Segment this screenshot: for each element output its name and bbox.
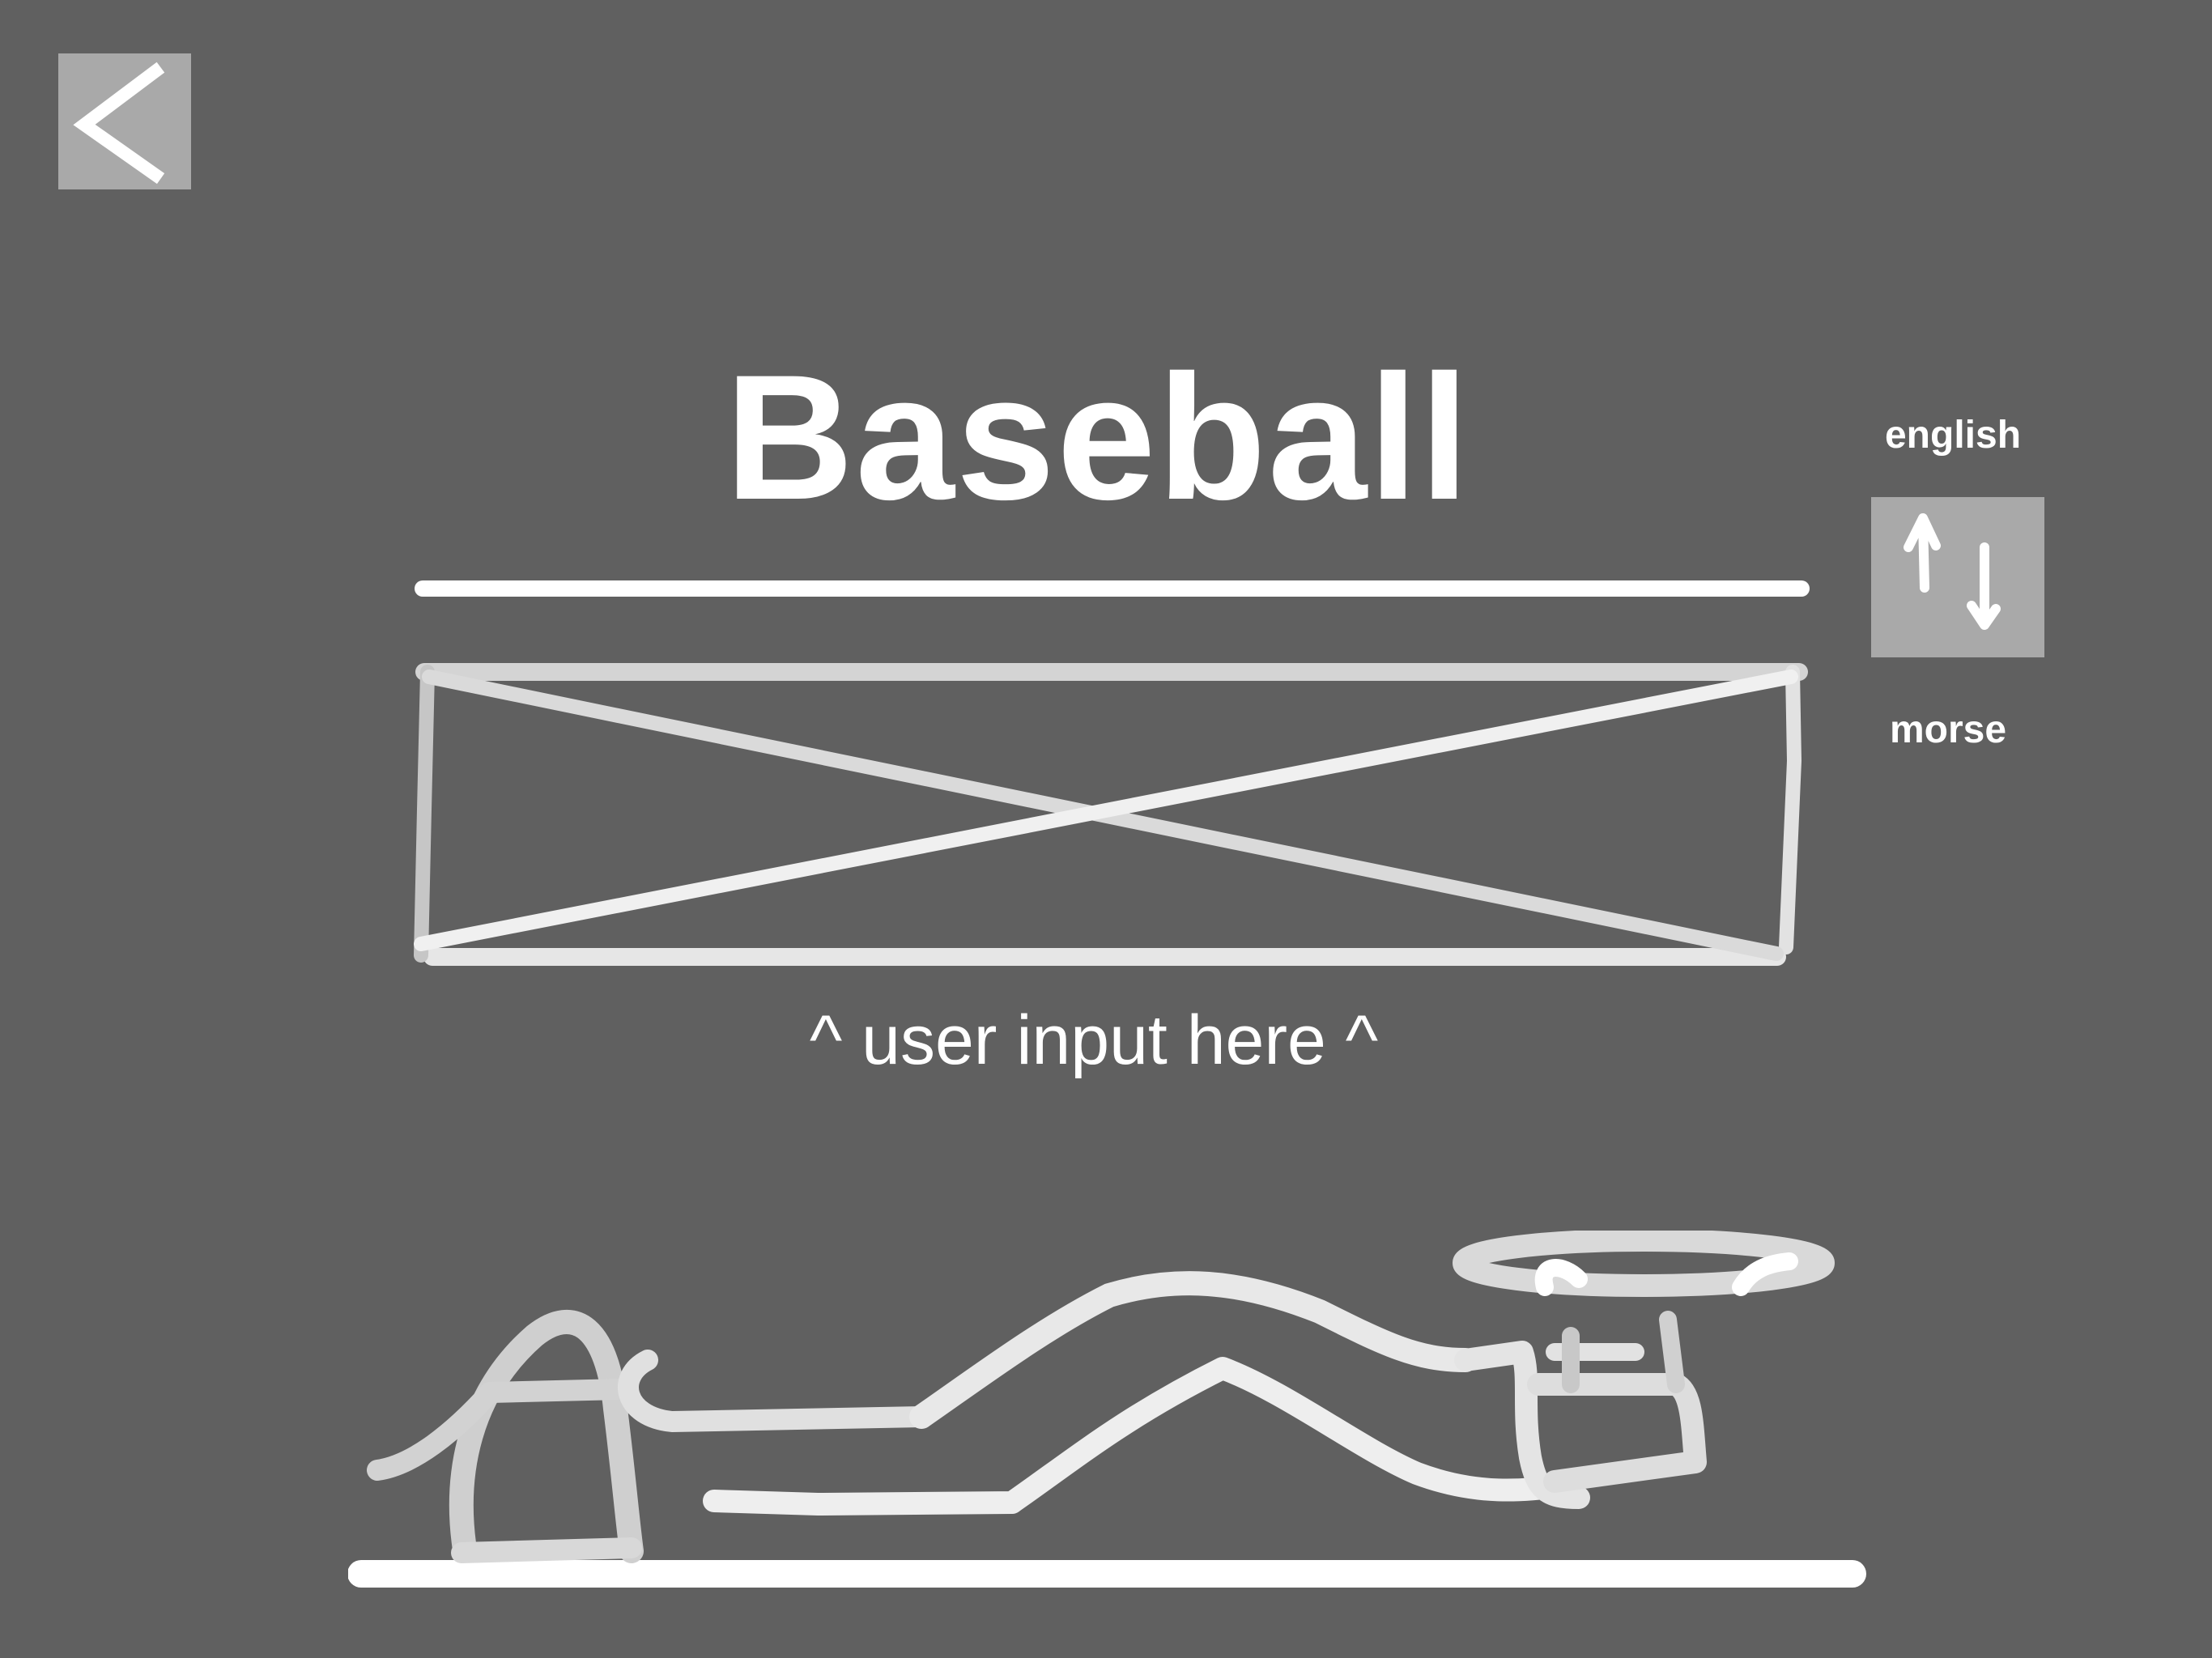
source-language-label: english bbox=[1884, 414, 2022, 457]
text-input-area[interactable] bbox=[405, 567, 1822, 988]
swap-language-button[interactable] bbox=[1871, 497, 2044, 657]
back-button[interactable] bbox=[58, 53, 191, 189]
target-language-label: morse bbox=[1889, 708, 2007, 751]
chevron-left-icon bbox=[73, 62, 165, 185]
input-placeholder-box bbox=[414, 580, 1810, 966]
page-title: Baseball bbox=[725, 338, 1471, 537]
person-lying-down-illustration bbox=[348, 1231, 1870, 1603]
sketch-drawing bbox=[348, 1231, 1866, 1588]
swap-arrows-icon bbox=[1904, 513, 2001, 630]
input-hint: ^ user input here ^ bbox=[809, 1001, 1379, 1079]
